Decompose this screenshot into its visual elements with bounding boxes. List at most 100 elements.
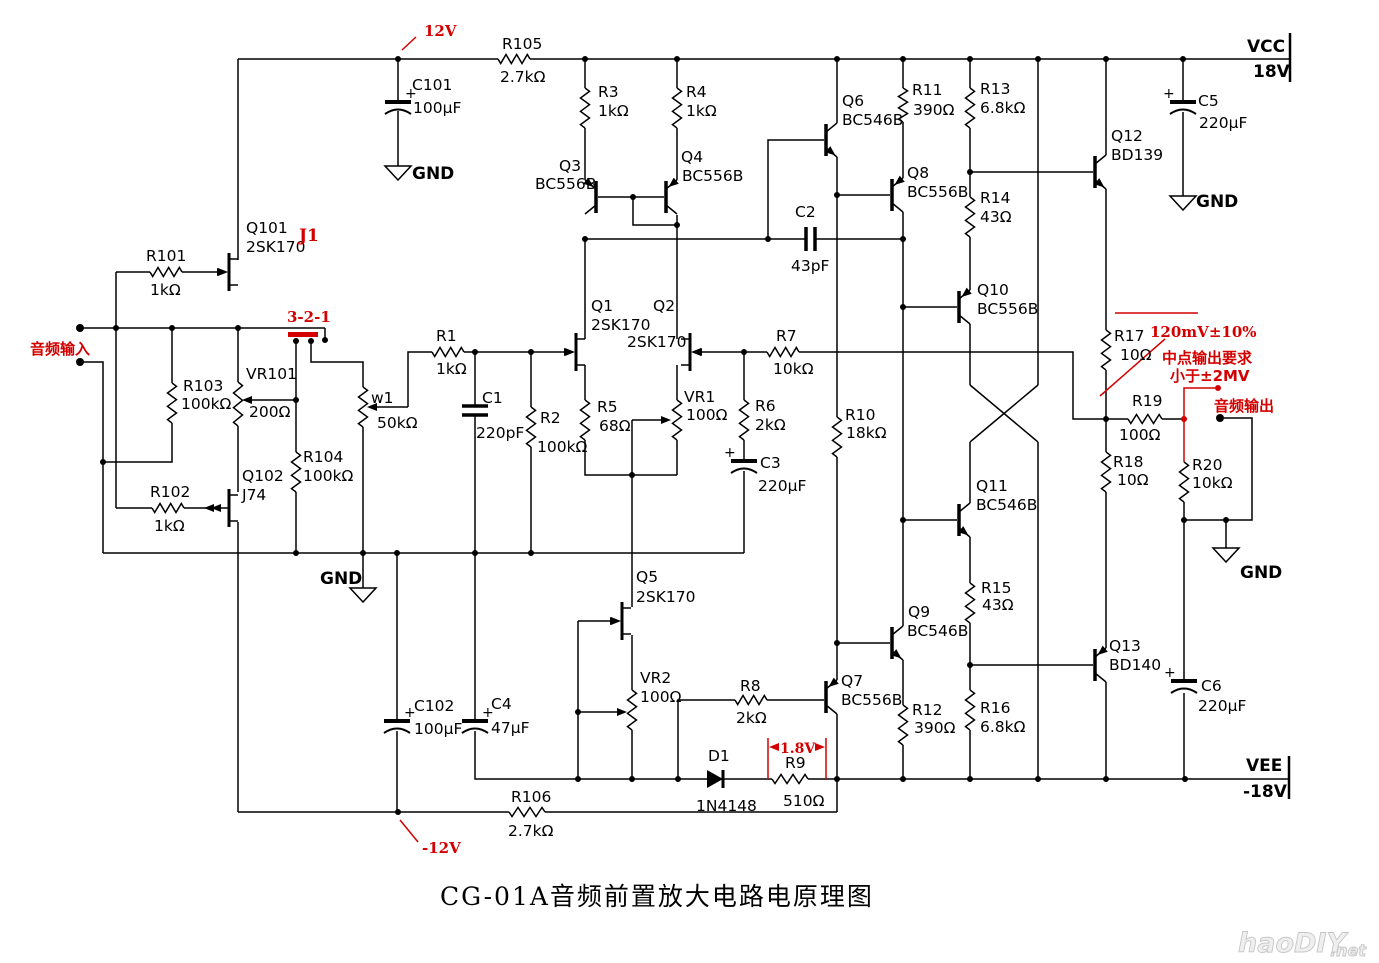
jumper-cap bbox=[288, 332, 318, 337]
resistor-R11 bbox=[897, 87, 909, 123]
junction-dot bbox=[1181, 517, 1187, 523]
resistor-R103 bbox=[166, 382, 178, 424]
label: BC556B bbox=[977, 300, 1038, 318]
label: C3 bbox=[760, 454, 781, 472]
label: Q1 bbox=[591, 297, 613, 315]
resistor-R10 bbox=[831, 416, 843, 458]
arrowhead bbox=[367, 403, 377, 411]
label: D1 bbox=[708, 747, 730, 765]
wire bbox=[677, 699, 735, 779]
junction-dot bbox=[967, 169, 973, 175]
label: Q101 bbox=[246, 219, 288, 237]
label: 390Ω bbox=[913, 101, 955, 119]
resistor-R105 bbox=[497, 53, 531, 65]
resistor-VR2 bbox=[626, 689, 638, 731]
label: BC556B bbox=[682, 167, 743, 185]
resistor-VR101 bbox=[232, 381, 244, 427]
junction-dot bbox=[113, 325, 119, 331]
ground-icon bbox=[383, 165, 413, 182]
arrowhead bbox=[242, 396, 252, 404]
junction-dot bbox=[1180, 56, 1186, 62]
label: 10Ω bbox=[1120, 346, 1152, 364]
label: Q102 bbox=[242, 467, 284, 485]
label: 100Ω bbox=[686, 406, 728, 424]
terminal-dot bbox=[76, 324, 84, 332]
svg-text:+: + bbox=[405, 86, 417, 102]
label: R7 bbox=[776, 327, 797, 345]
junction-dot bbox=[395, 809, 401, 815]
wire bbox=[399, 819, 419, 843]
resistor-R2 bbox=[525, 406, 537, 448]
label: 10kΩ bbox=[773, 360, 814, 378]
label: 43Ω bbox=[982, 596, 1014, 614]
arrowhead bbox=[1097, 645, 1108, 655]
arrowhead bbox=[204, 504, 214, 512]
label: R5 bbox=[597, 398, 618, 416]
label: R105 bbox=[502, 35, 542, 53]
junction-dot bbox=[1035, 56, 1041, 62]
jumper-label: J1 bbox=[297, 226, 319, 246]
vcc-label: VCC bbox=[1247, 37, 1285, 57]
label: 100kΩ bbox=[537, 438, 588, 456]
arrowhead bbox=[1094, 178, 1105, 188]
junction-dot bbox=[1103, 776, 1109, 782]
junction-dot bbox=[293, 338, 299, 344]
label: 1kΩ bbox=[436, 360, 467, 378]
arrowhead bbox=[211, 504, 221, 512]
label: 200Ω bbox=[249, 403, 291, 421]
junction-dot bbox=[834, 776, 840, 782]
label: R8 bbox=[740, 677, 761, 695]
bias-note: 1.8V bbox=[780, 741, 816, 757]
label: 220pF bbox=[476, 424, 524, 442]
label: 2SK170 bbox=[636, 588, 695, 606]
label: Q5 bbox=[636, 568, 658, 586]
diode-D1 bbox=[707, 770, 725, 788]
label: BD139 bbox=[1111, 146, 1163, 164]
label: C102 bbox=[414, 697, 454, 715]
junction-dot bbox=[360, 550, 366, 556]
transistor-Q12 bbox=[1093, 154, 1107, 190]
svg-text:+: + bbox=[1164, 665, 1176, 681]
svg-text:+: + bbox=[482, 705, 494, 721]
label: 2.7kΩ bbox=[500, 68, 546, 86]
junction-dot bbox=[395, 56, 401, 62]
label: R20 bbox=[1192, 456, 1223, 474]
resistor-R9 bbox=[771, 773, 809, 785]
wire bbox=[584, 440, 677, 476]
label: R1 bbox=[436, 327, 457, 345]
resistor-R8 bbox=[734, 694, 768, 706]
junction-dot bbox=[967, 776, 973, 782]
junction-dot bbox=[630, 194, 636, 200]
label: R106 bbox=[511, 788, 551, 806]
label: 2SK170 bbox=[627, 333, 686, 351]
junction-dot bbox=[582, 236, 588, 242]
resistor-R18 bbox=[1100, 451, 1112, 493]
resistor-R1 bbox=[431, 346, 465, 358]
junction-dot bbox=[394, 550, 400, 556]
resistor-R12 bbox=[897, 704, 909, 746]
offset-note: 中点输出要求 bbox=[1162, 349, 1253, 367]
junction-dot bbox=[293, 397, 299, 403]
label: C6 bbox=[1201, 677, 1222, 695]
capacitor-C2 bbox=[804, 227, 817, 251]
label: 100kΩ bbox=[303, 467, 354, 485]
junction-dot bbox=[528, 349, 534, 355]
audio-input-label: 音频输入 bbox=[30, 340, 90, 358]
arrowhead bbox=[691, 348, 701, 356]
ground-icon bbox=[1168, 195, 1198, 212]
label: 100µF bbox=[414, 720, 462, 738]
resistor-w1 bbox=[357, 386, 369, 428]
p12-label: 12V bbox=[424, 22, 457, 40]
label: 1kΩ bbox=[686, 102, 717, 120]
gnd-label: GND bbox=[1240, 563, 1282, 583]
label: 1N4148 bbox=[696, 797, 757, 815]
arrowhead bbox=[894, 175, 905, 185]
junction-dot bbox=[834, 640, 840, 646]
resistor-R19 bbox=[1127, 413, 1163, 425]
label: BC546B bbox=[907, 622, 968, 640]
watermark: haoDIY bbox=[1238, 928, 1348, 959]
label: 10kΩ bbox=[1192, 474, 1233, 492]
junction-dot bbox=[1103, 416, 1109, 422]
label: Q12 bbox=[1111, 127, 1143, 145]
junction-dot bbox=[967, 662, 973, 668]
